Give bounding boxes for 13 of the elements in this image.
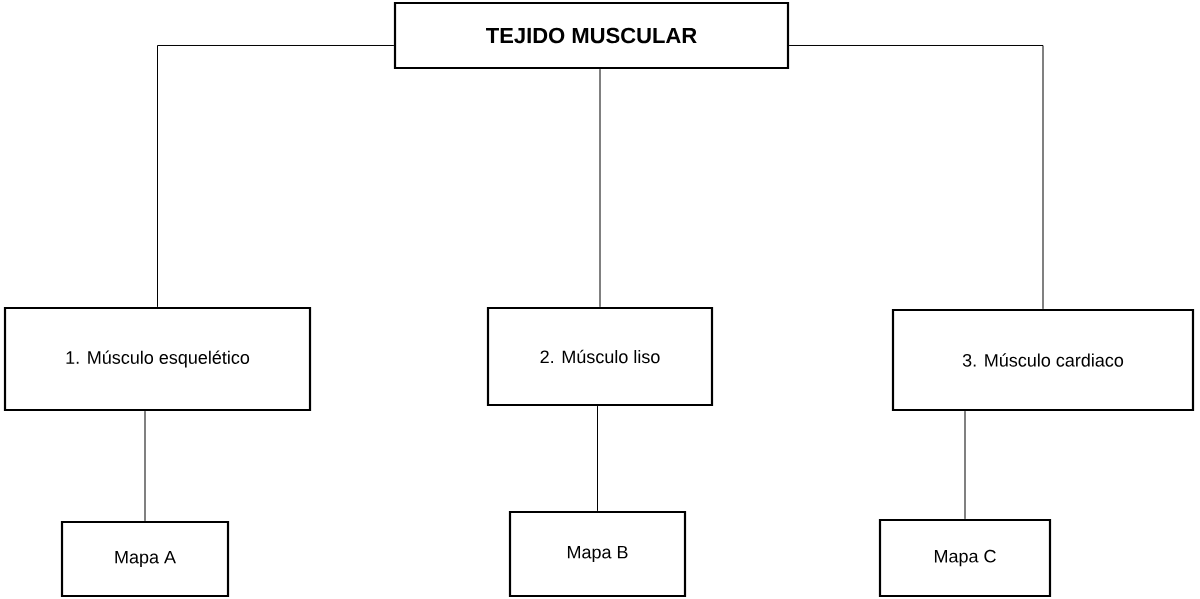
connector-line <box>157 45 395 308</box>
map-box: Mapa B <box>508 510 687 598</box>
muscle-box: 1. Músculo esquelético <box>3 306 312 412</box>
connector-line <box>597 405 598 512</box>
connector-line <box>788 45 1044 310</box>
muscle-box: 3. Músculo cardiaco <box>891 308 1195 412</box>
map-box: Mapa A <box>60 520 230 598</box>
map-box: Mapa C <box>878 518 1052 598</box>
connector-line <box>599 68 601 308</box>
connector-line <box>144 410 146 522</box>
muscle-box: 2. Músculo liso <box>486 306 714 407</box>
title-box: TEJIDO MUSCULAR <box>393 1 790 70</box>
connector-line <box>964 410 966 520</box>
